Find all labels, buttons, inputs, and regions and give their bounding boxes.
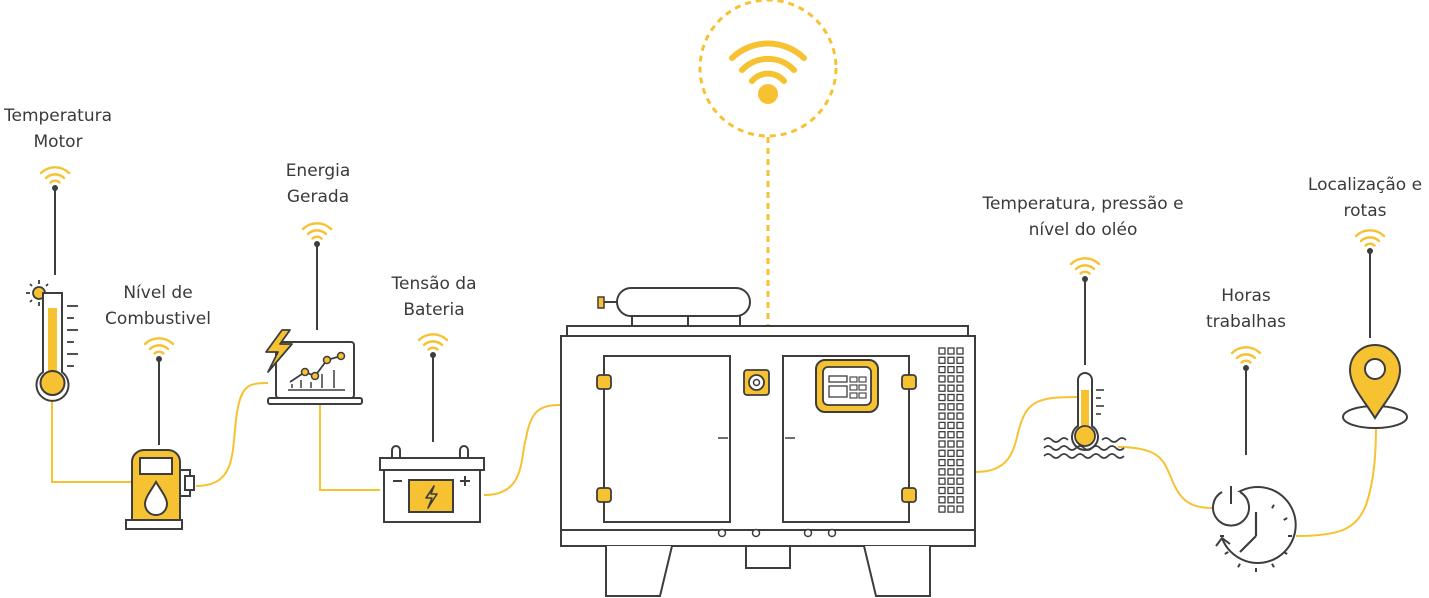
antenna-fuel <box>143 337 175 445</box>
map-pin-icon <box>1342 344 1408 429</box>
antenna-battery <box>417 333 449 442</box>
clock-tick <box>1224 551 1229 555</box>
antenna-hours <box>1230 346 1262 455</box>
vent-slot <box>947 458 955 467</box>
vent-slot <box>956 421 964 430</box>
vent-slot <box>956 477 964 485</box>
vent-slot <box>938 403 946 411</box>
thermometer-sun-icon <box>26 280 78 402</box>
antenna-location <box>1354 229 1386 338</box>
vent-slot <box>947 431 955 439</box>
vent-slot <box>956 375 964 383</box>
vent-slot <box>956 356 964 364</box>
clock-tick <box>1283 551 1288 555</box>
vent-slot <box>938 347 946 355</box>
label-location: Localização e rotas <box>1307 175 1423 221</box>
vent-slot <box>938 496 946 504</box>
thermometer-liquid-icon <box>1043 372 1127 459</box>
vent-slot <box>956 431 964 439</box>
vent-slot <box>947 356 955 364</box>
vent-slot <box>947 365 955 374</box>
clock-tick <box>1237 563 1241 568</box>
connection-cables <box>51 382 1377 537</box>
clock-tick <box>1271 504 1275 509</box>
vent-slot <box>956 412 964 420</box>
label-battery: Tensão da Bateria <box>391 274 477 320</box>
vent-slot <box>947 477 955 485</box>
antenna-engine-temp <box>39 166 71 275</box>
vent-slot <box>947 384 955 392</box>
vent-slot <box>956 449 964 457</box>
vent-slot <box>956 486 964 495</box>
vent-slot <box>947 496 955 504</box>
vent-slot <box>947 449 955 457</box>
vent-slot <box>938 505 946 513</box>
antenna-oil <box>1069 257 1101 365</box>
vent-slot <box>947 403 955 411</box>
vent-slot <box>938 486 946 495</box>
generator-icon <box>560 287 976 597</box>
vent-slot <box>956 403 964 411</box>
vent-slot <box>938 440 946 448</box>
label-fuel-level: Nível de Combustivel <box>105 283 211 329</box>
vent-slot <box>938 365 946 374</box>
vent-slot <box>947 486 955 495</box>
vent-slot <box>938 468 946 476</box>
vent-slot <box>938 449 946 457</box>
wifi-signal-icon <box>698 0 838 326</box>
vent-slot <box>956 393 964 402</box>
vent-slot <box>956 384 964 392</box>
car-battery-icon <box>379 445 485 523</box>
vent-slot <box>938 384 946 392</box>
clock-tick <box>1283 517 1288 521</box>
vent-slot <box>947 393 955 402</box>
energy-chart-laptop-icon <box>265 329 363 405</box>
clock-tick <box>1271 563 1275 568</box>
vent-slot <box>956 458 964 467</box>
vent-slot <box>938 431 946 439</box>
vent-slot <box>938 412 946 420</box>
vent-slot <box>947 412 955 420</box>
vent-slot <box>938 458 946 467</box>
vent-slot <box>956 365 964 374</box>
antenna-energy <box>301 222 333 330</box>
vent-slot <box>938 393 946 402</box>
power-clock-icon <box>1212 486 1297 572</box>
vent-slot <box>956 440 964 448</box>
vent-slot <box>956 347 964 355</box>
vent-slot <box>956 505 964 513</box>
vent-slot <box>947 468 955 476</box>
label-hours: Horas trabalhas <box>1205 286 1287 332</box>
vent-slot <box>938 356 946 364</box>
vent-slot <box>947 440 955 448</box>
vent-slot <box>947 505 955 513</box>
vent-slot <box>938 375 946 383</box>
vent-slot <box>947 347 955 355</box>
label-oil: Temperatura, pressão e nível do oléo <box>982 194 1184 240</box>
vent-slot <box>938 477 946 485</box>
vent-slot <box>947 375 955 383</box>
label-energy: Energia Gerada <box>285 161 351 207</box>
label-engine-temp: Temperatura Motor <box>3 106 113 152</box>
vent-slot <box>956 496 964 504</box>
vent-slot <box>947 421 955 430</box>
vent-slot <box>956 468 964 476</box>
vent-slot <box>938 421 946 430</box>
fuel-pump-icon <box>125 449 195 530</box>
